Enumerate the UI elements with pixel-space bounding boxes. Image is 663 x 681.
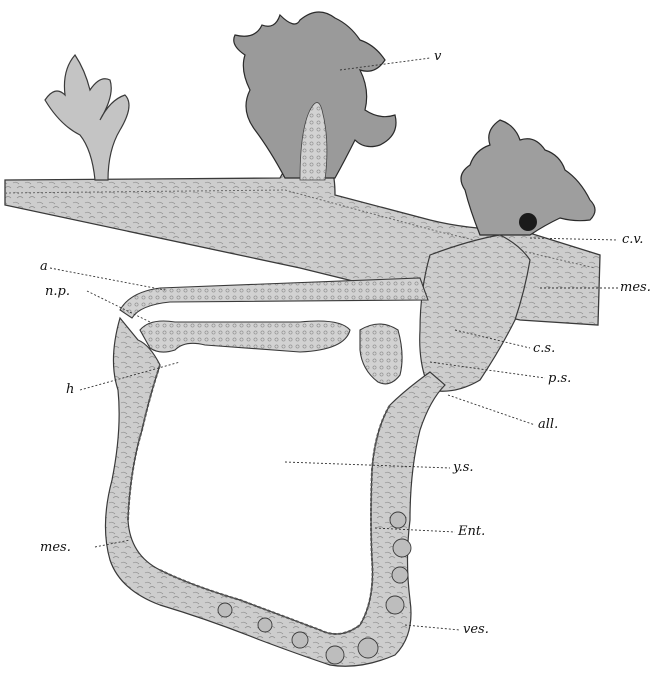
label-cv: c.v. xyxy=(622,233,643,246)
label-ps: p.s. xyxy=(548,372,571,385)
label-a: a xyxy=(40,260,48,273)
label-all: all. xyxy=(538,418,558,431)
label-h: h xyxy=(66,383,74,396)
label-ys: y.s. xyxy=(453,461,474,474)
villus-left xyxy=(45,55,129,180)
label-ves: ves. xyxy=(463,623,489,636)
label-mes-lower: mes. xyxy=(40,541,71,554)
label-np: n.p. xyxy=(45,285,70,298)
neural-plate xyxy=(140,321,350,352)
label-mes-upper: mes. xyxy=(620,281,651,294)
label-cs: c.s. xyxy=(533,342,555,355)
label-v: v xyxy=(434,50,441,63)
label-ent: Ent. xyxy=(458,525,485,538)
villus-dark-spot xyxy=(519,213,537,231)
amnion xyxy=(120,278,428,318)
primitive-streak-fold xyxy=(360,324,402,384)
